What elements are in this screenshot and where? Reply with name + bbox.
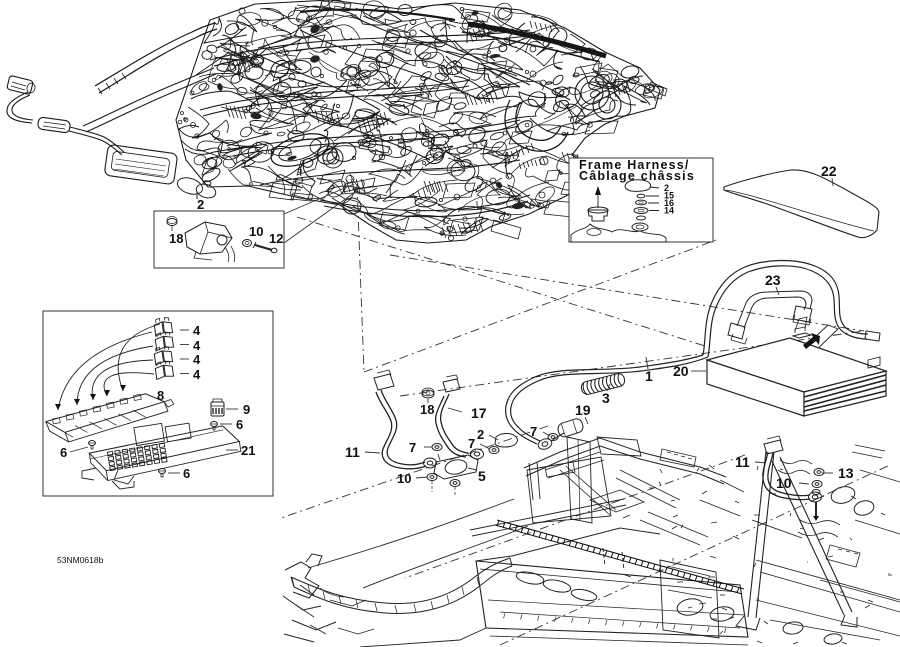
svg-text:22: 22 [821, 163, 837, 179]
svg-text:4: 4 [193, 323, 201, 338]
svg-text:19: 19 [575, 402, 591, 418]
svg-text:12: 12 [269, 231, 283, 246]
svg-text:Frame Harness/: Frame Harness/ [579, 158, 690, 172]
svg-text:Câblage châssis: Câblage châssis [579, 169, 695, 183]
svg-text:21: 21 [241, 443, 255, 458]
svg-text:13: 13 [838, 465, 854, 481]
svg-text:10: 10 [249, 224, 263, 239]
svg-text:11: 11 [735, 454, 750, 470]
svg-text:7: 7 [409, 440, 416, 455]
svg-text:2: 2 [197, 197, 204, 212]
svg-text:9: 9 [243, 402, 250, 417]
svg-text:6: 6 [236, 417, 243, 432]
svg-text:2: 2 [664, 183, 669, 193]
svg-text:10: 10 [397, 471, 411, 486]
svg-text:2: 2 [477, 427, 484, 442]
svg-text:20: 20 [673, 363, 689, 379]
svg-text:4: 4 [193, 367, 201, 382]
svg-text:8: 8 [157, 388, 164, 403]
svg-text:1: 1 [645, 368, 653, 384]
svg-text:7: 7 [468, 436, 475, 451]
svg-text:18: 18 [420, 402, 434, 417]
svg-text:18: 18 [169, 231, 183, 246]
svg-text:5: 5 [478, 468, 486, 484]
svg-text:10: 10 [776, 475, 792, 491]
svg-text:15: 15 [664, 191, 674, 201]
svg-text:6: 6 [183, 466, 190, 481]
svg-text:16: 16 [664, 198, 674, 208]
svg-text:4: 4 [193, 352, 201, 367]
svg-text:53NM0618b: 53NM0618b [57, 555, 104, 565]
svg-text:7: 7 [530, 424, 537, 439]
svg-text:4: 4 [193, 338, 201, 353]
svg-text:6: 6 [60, 445, 67, 460]
svg-text:11: 11 [345, 444, 360, 460]
svg-text:17: 17 [471, 405, 487, 421]
svg-text:3: 3 [602, 390, 610, 406]
svg-text:14: 14 [664, 206, 674, 216]
svg-text:23: 23 [765, 272, 781, 288]
